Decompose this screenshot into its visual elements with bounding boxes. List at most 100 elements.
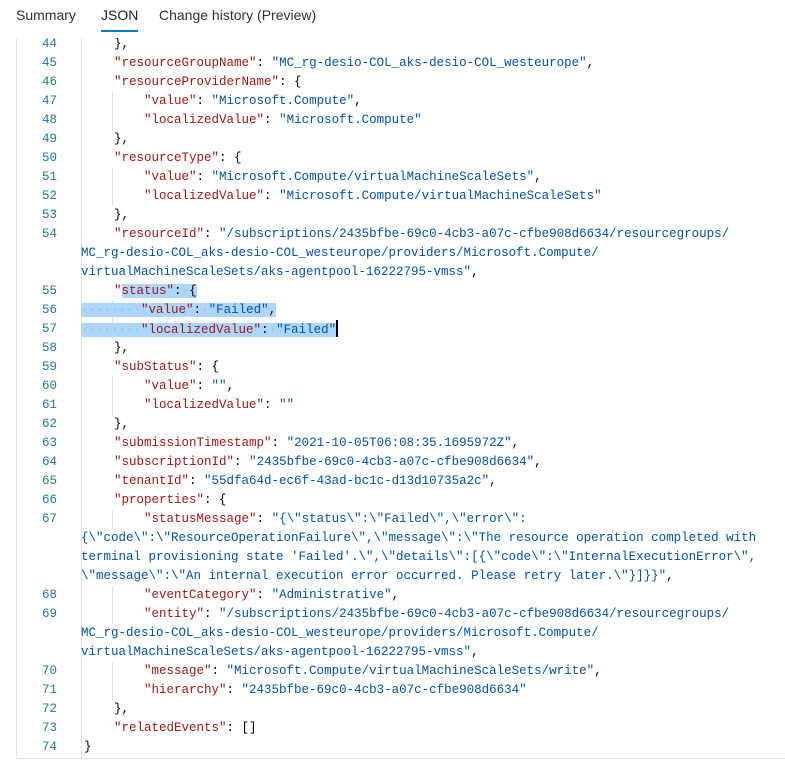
code-text: "localizedValue": "Microsoft.Compute/vir… <box>84 187 602 206</box>
code-line: 53 }, <box>17 206 785 225</box>
line-number: 50 <box>41 151 57 165</box>
code-text: terminal provisioning state 'Failed'.\",… <box>81 548 756 567</box>
json-punctuation: }, <box>114 132 130 146</box>
line-number: 48 <box>41 113 57 127</box>
json-punctuation: , <box>471 265 479 279</box>
code-text: ········"localizedValue":·"Failed" <box>81 320 339 340</box>
line-number: 72 <box>41 702 57 716</box>
code-line: 50 "resourceType": { <box>17 149 785 168</box>
json-punctuation: , <box>594 664 602 678</box>
code-text: "resourceGroupName": "MC_rg-desio-COL_ak… <box>84 54 594 73</box>
json-editor[interactable]: 44 },45 "resourceGroupName": "MC_rg-desi… <box>16 38 785 759</box>
code-line: 61 "localizedValue": "" <box>17 396 785 415</box>
json-string: "Microsoft.Compute" <box>279 113 422 127</box>
indent-guide <box>112 396 113 415</box>
code-text: "value": "Microsoft.Compute", <box>84 92 362 111</box>
json-key: "resourceType" <box>114 151 220 165</box>
code-line: 44 }, <box>17 38 785 54</box>
indent-guide <box>112 111 113 130</box>
code-text: "status":·{ <box>84 282 197 301</box>
tab-change-history[interactable]: Change history (Preview) <box>159 7 317 23</box>
code-line: 71 "hierarchy": "2435bfbe-69c0-4cb3-a07c… <box>17 681 785 700</box>
json-punctuation: , <box>489 474 497 488</box>
json-punctuation: : <box>196 170 212 184</box>
code-line: 54 "resourceId": "/subscriptions/2435bfb… <box>17 225 785 244</box>
json-string: \"message\":\"An internal execution erro… <box>81 569 667 583</box>
tab-json[interactable]: JSON <box>101 6 139 32</box>
code-text: "resourceId": "/subscriptions/2435bfbe-6… <box>84 225 729 244</box>
gutter-divider <box>81 38 82 758</box>
code-line: 51 "value": "Microsoft.Compute/virtualMa… <box>17 168 785 187</box>
code-line: 65 "tenantId": "55dfa64d-ec6f-43ad-bc1c-… <box>17 472 785 491</box>
json-punctuation: { <box>189 284 197 298</box>
json-punctuation: , <box>471 645 479 659</box>
json-string: {\"code\":\"ResourceOperationFailure\",\… <box>81 531 757 545</box>
json-string: "" <box>279 398 295 412</box>
json-key: "value" <box>144 170 197 184</box>
code-text: "value": "", <box>84 377 234 396</box>
json-key: " <box>114 284 122 298</box>
json-string: "2021-10-05T06:08:35.1695972Z" <box>286 436 512 450</box>
json-key: "localizedValue" <box>144 189 265 203</box>
json-punctuation: : <box>234 455 250 469</box>
json-punctuation: : { <box>279 75 302 89</box>
code-text: }, <box>84 206 129 225</box>
json-string: "2435bfbe-69c0-4cb3-a07c-cfbe908d6634" <box>241 683 527 697</box>
json-string: "/subscriptions/2435bfbe-69c0-4cb3-a07c-… <box>219 607 730 621</box>
line-number: 68 <box>41 588 57 602</box>
code-text: virtualMachineScaleSets/aks-agentpool-16… <box>81 263 479 282</box>
json-key: "resourceGroupName" <box>114 56 257 70</box>
whitespace-marker: · <box>268 323 277 337</box>
indent-guide <box>112 168 113 187</box>
code-line: 73 "relatedEvents": [] <box>17 719 785 738</box>
json-key: "resourceId" <box>114 227 205 241</box>
indent-guide <box>112 187 113 206</box>
code-line-wrapped: terminal provisioning state 'Failed'.\",… <box>17 548 785 567</box>
json-string: "{\"status\":\"Failed\",\"error\": <box>271 512 527 526</box>
json-string: MC_rg-desio-COL_aks-desio-COL_westeurope… <box>81 626 599 640</box>
code-text: "subStatus": { <box>84 358 219 377</box>
json-string: terminal provisioning state 'Failed'.\",… <box>81 550 757 564</box>
json-punctuation: : <box>264 189 280 203</box>
json-string: "Microsoft.Compute/virtualMachineScaleSe… <box>279 189 602 203</box>
json-string: "" <box>211 379 227 393</box>
code-line: 57········"localizedValue":·"Failed" <box>17 320 785 339</box>
json-punctuation: , <box>586 56 595 70</box>
line-number: 47 <box>41 94 57 108</box>
json-punctuation: : <box>261 323 269 337</box>
code-text: "resourceType": { <box>84 149 242 168</box>
json-punctuation: : <box>189 474 205 488</box>
json-punctuation: : { <box>204 493 227 507</box>
json-string: "MC_rg-desio-COL_aks-desio-COL_westeurop… <box>271 56 587 70</box>
code-text: \"message\":\"An internal execution erro… <box>81 567 674 586</box>
json-string: "2435bfbe-69c0-4cb3-a07c-cfbe908d6634" <box>249 455 535 469</box>
code-line: 62 }, <box>17 415 785 434</box>
json-punctuation: : <box>256 512 272 526</box>
json-punctuation: : <box>256 588 272 602</box>
code-line: 47 "value": "Microsoft.Compute", <box>17 92 785 111</box>
line-number: 74 <box>41 740 57 754</box>
line-number: 69 <box>41 607 57 621</box>
code-line-wrapped: \"message\":\"An internal execution erro… <box>17 567 785 586</box>
line-number: 65 <box>41 474 57 488</box>
json-punctuation: , <box>268 303 277 317</box>
json-key: "entity" <box>144 607 205 621</box>
json-string: "Microsoft.Compute/virtualMachineScaleSe… <box>211 170 535 184</box>
json-punctuation: , <box>226 379 235 393</box>
line-number: 51 <box>41 170 57 184</box>
whitespace-marker: ········ <box>81 303 142 317</box>
code-line-wrapped: virtualMachineScaleSets/aks-agentpool-16… <box>17 263 785 282</box>
code-text: }, <box>84 415 129 434</box>
json-punctuation: : <box>204 607 220 621</box>
json-punctuation: : <box>271 436 287 450</box>
line-number: 64 <box>41 455 57 469</box>
json-punctuation: , <box>511 436 520 450</box>
json-punctuation: }, <box>114 417 130 431</box>
code-text: "entity": "/subscriptions/2435bfbe-69c0-… <box>84 605 729 624</box>
json-key: "localizedValue" <box>144 113 265 127</box>
indent-guide <box>112 510 113 529</box>
line-number: 55 <box>41 284 57 298</box>
tab-summary[interactable]: Summary <box>16 7 76 23</box>
code-line: 58 }, <box>17 339 785 358</box>
code-line: 46 "resourceProviderName": { <box>17 73 785 92</box>
